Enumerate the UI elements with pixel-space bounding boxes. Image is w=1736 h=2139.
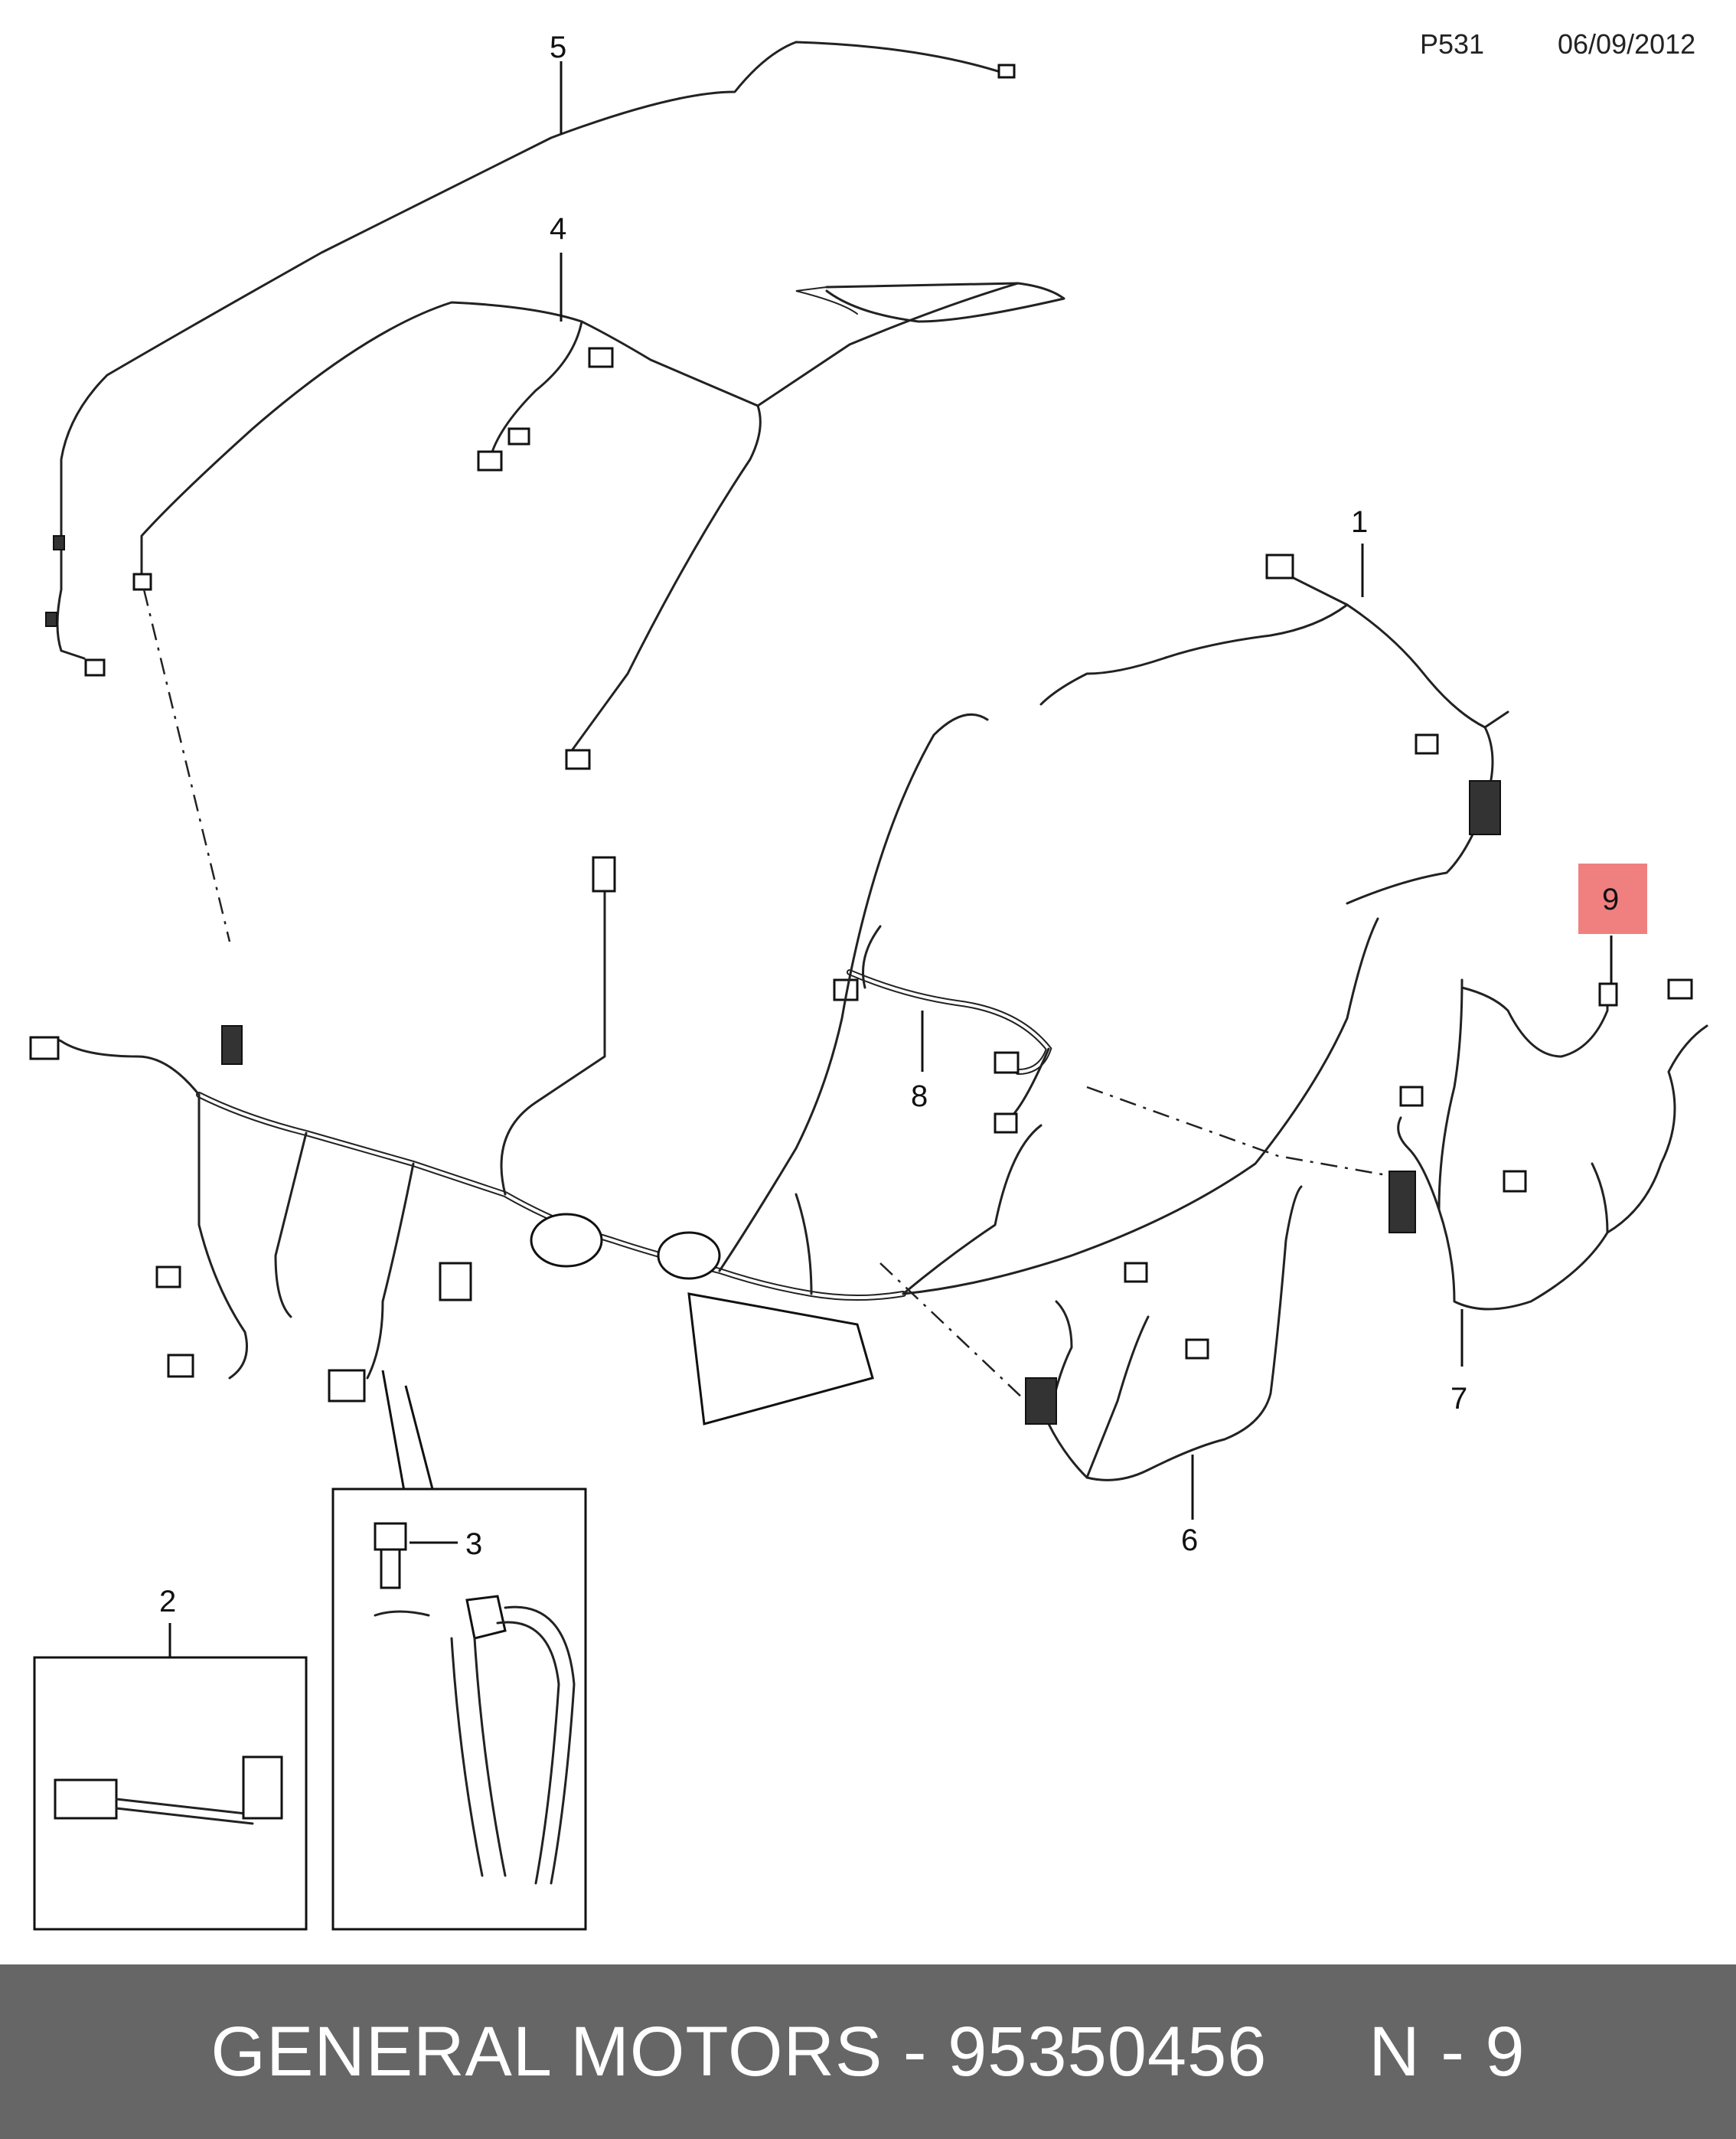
connector-8c [994, 1112, 1018, 1134]
connector-8b [994, 1051, 1020, 1074]
alignment-line-c [879, 1262, 1026, 1402]
connector-6a [1025, 1377, 1057, 1425]
callout-2: 2 [159, 1585, 176, 1618]
connector-main-g [221, 1025, 243, 1065]
connector-1b [1415, 733, 1439, 755]
connector-4b [507, 427, 530, 446]
inset-part-3: 3 [331, 1488, 587, 1931]
connector-7c [1503, 1170, 1527, 1193]
callout-9-highlight [1578, 864, 1647, 934]
fuse-block-1 [1469, 780, 1501, 835]
footer-bar: GENERAL MOTORS - 95350456 N - 9 [0, 1964, 1736, 2139]
connector-4d [565, 749, 591, 770]
part-9-connector [1598, 982, 1618, 1007]
connector-main-f [592, 856, 616, 893]
callout-5: 5 [550, 31, 566, 64]
alignment-line-b [1086, 1086, 1409, 1181]
main-dash-harness [29, 713, 1379, 1425]
harness-7 [1388, 978, 1708, 1311]
connector-main-d [328, 1369, 366, 1403]
ground-terminal-block [465, 1595, 507, 1640]
connector-7a [1388, 1171, 1416, 1233]
connector-1a [1265, 554, 1294, 580]
connector-main-a [29, 1036, 60, 1060]
connector-main-c [167, 1354, 194, 1378]
diagram-code: P531 [1420, 28, 1484, 60]
clip-5b [45, 612, 57, 627]
callout-9: 9 [1602, 883, 1619, 916]
callout-4: 4 [550, 212, 566, 246]
diagram-date: 06/09/2012 [1558, 28, 1695, 60]
callout-6: 6 [1181, 1523, 1198, 1557]
connector-7d [1667, 978, 1693, 1000]
grommet-main-b [657, 1231, 721, 1280]
harness-8 [833, 925, 1052, 1134]
harness-5 [45, 41, 1016, 677]
alignment-line-a [142, 589, 231, 942]
wiring-harness-diagram: P531 06/09/2012 [29, 28, 1708, 1931]
grommet-main [530, 1213, 603, 1268]
connector-6c [1185, 1338, 1209, 1360]
connector-7b [1399, 1086, 1424, 1107]
bolt-head [374, 1522, 407, 1551]
connector-4e [132, 573, 152, 591]
harness-6 [1025, 1185, 1303, 1481]
connector-4a [477, 450, 503, 472]
connector-main-b [155, 1265, 181, 1288]
connector-main-e [439, 1262, 472, 1301]
footer-part-number: GENERAL MOTORS - 95350456 N - 9 [210, 2012, 1526, 2091]
connector-6b [1124, 1262, 1148, 1283]
callout-7: 7 [1450, 1382, 1467, 1416]
inset-box-3 [331, 1488, 587, 1931]
callout-3: 3 [465, 1527, 482, 1561]
bolt-shank [380, 1548, 401, 1589]
harness-1 [1039, 554, 1509, 905]
connector-5-start [84, 658, 106, 677]
callout-1: 1 [1351, 505, 1368, 539]
fuse-panel-main [687, 1292, 874, 1425]
part-2-connector-a [54, 1778, 118, 1820]
part-2-connector-b [242, 1755, 283, 1820]
inset-part-2: 2 [33, 1585, 308, 1931]
connector-5-end [997, 64, 1016, 79]
connector-4c [588, 347, 614, 368]
part-9 [1598, 982, 1618, 1007]
harness-4 [132, 282, 1065, 770]
clip-5a [53, 535, 65, 550]
callout-8: 8 [911, 1079, 928, 1113]
